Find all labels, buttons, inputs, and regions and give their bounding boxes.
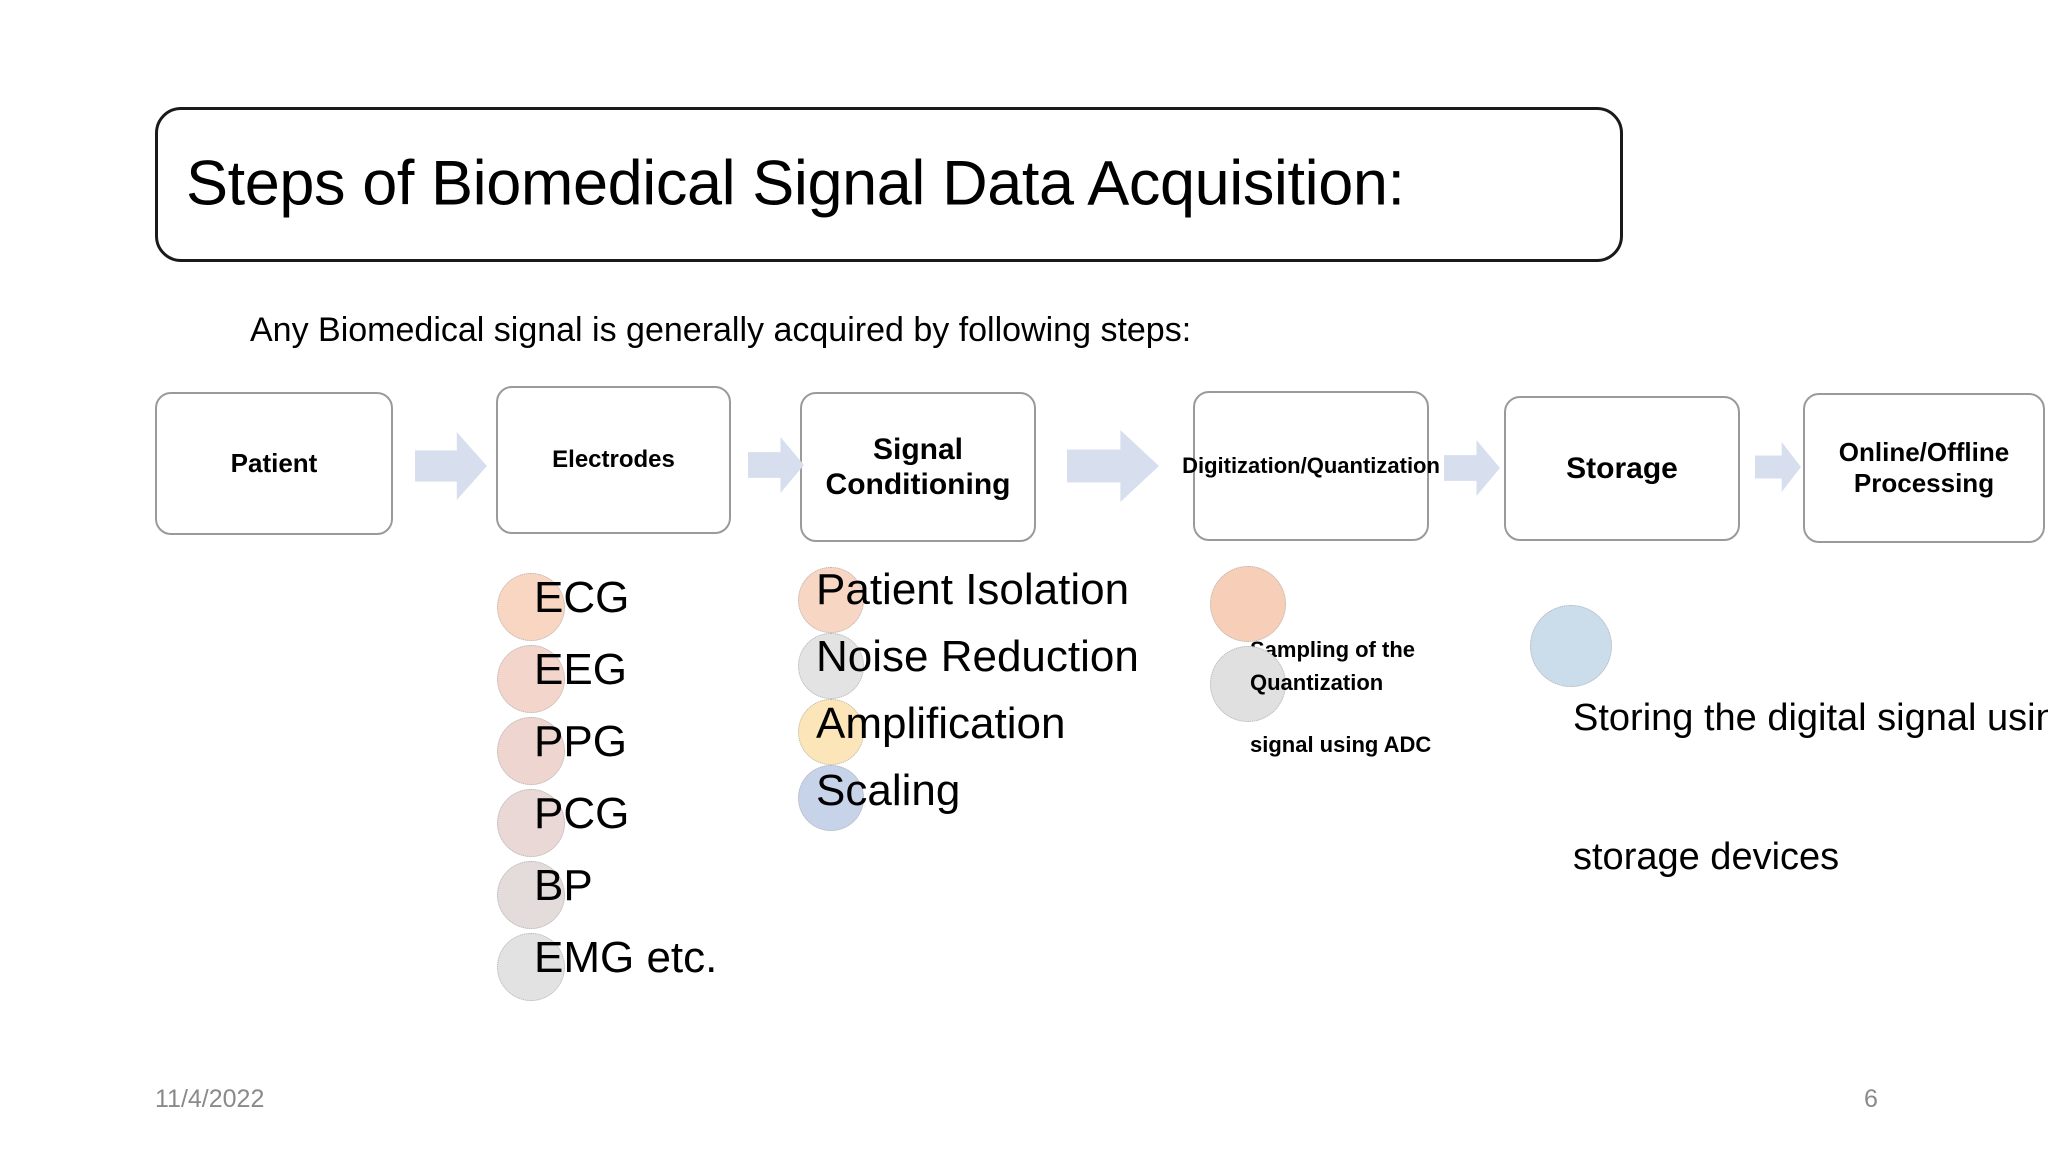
bullet-circle	[798, 567, 864, 633]
flow-step-signal-conditioning[interactable]: Signal Conditioning	[800, 392, 1036, 542]
footer-date: 11/4/2022	[155, 1085, 265, 1113]
flow-step-patient[interactable]: Patient	[155, 392, 393, 535]
bullet-circle	[497, 861, 565, 929]
arrow-right-icon-4	[1444, 440, 1500, 496]
bullet-circle	[1210, 566, 1286, 642]
list-item: PCG	[534, 789, 630, 838]
arrow-right-icon-3	[1067, 430, 1159, 502]
title-box: Steps of Biomedical Signal Data Acquisit…	[155, 107, 1623, 262]
arrow-right-icon-1	[415, 432, 487, 500]
page-title: Steps of Biomedical Signal Data Acquisit…	[186, 148, 1405, 219]
list-item-line: storage devices	[1573, 835, 1840, 878]
list-item: EEG	[534, 645, 627, 694]
bullet-circle	[798, 633, 864, 699]
flow-step-storage[interactable]: Storage	[1504, 396, 1740, 541]
subtitle-text: Any Biomedical signal is generally acqui…	[250, 311, 1192, 349]
bullet-circle	[497, 933, 565, 1001]
list-item: Amplification	[816, 699, 1066, 748]
footer-page-number: 6	[1864, 1085, 1878, 1113]
bullet-circle	[798, 699, 864, 765]
bullet-circle	[497, 717, 565, 785]
flow-step-electrodes[interactable]: Electrodes	[496, 386, 731, 534]
flow-step-online-offline-processing[interactable]: Online/Offline Processing	[1803, 393, 2045, 543]
bullet-circle	[798, 765, 864, 831]
list-item: Patient Isolation	[816, 565, 1130, 614]
flow-step-digitization[interactable]: Digitization/Quantization	[1182, 391, 1440, 541]
list-item-line: Storing the digital signal using	[1573, 696, 2048, 739]
list-item: ECG	[534, 573, 630, 622]
bullet-circle	[497, 645, 565, 713]
list-item: Noise Reduction	[816, 632, 1139, 681]
list-item: Quantization	[1250, 670, 1384, 695]
list-item: PPG	[534, 717, 627, 766]
list-item: EMG etc.	[534, 933, 718, 982]
bullet-circle	[1530, 605, 1612, 687]
bullet-circle	[497, 789, 565, 857]
list-item: BP	[534, 861, 593, 910]
bullet-circle	[497, 573, 565, 641]
arrow-right-icon-5	[1755, 442, 1801, 492]
list-item: Storing the digital signal using storage…	[1573, 602, 2048, 973]
list-item-line: signal using ADC	[1250, 732, 1432, 758]
list-item: Scaling	[816, 766, 961, 815]
bullet-circle	[1210, 646, 1286, 722]
arrow-right-icon-2	[748, 437, 804, 493]
